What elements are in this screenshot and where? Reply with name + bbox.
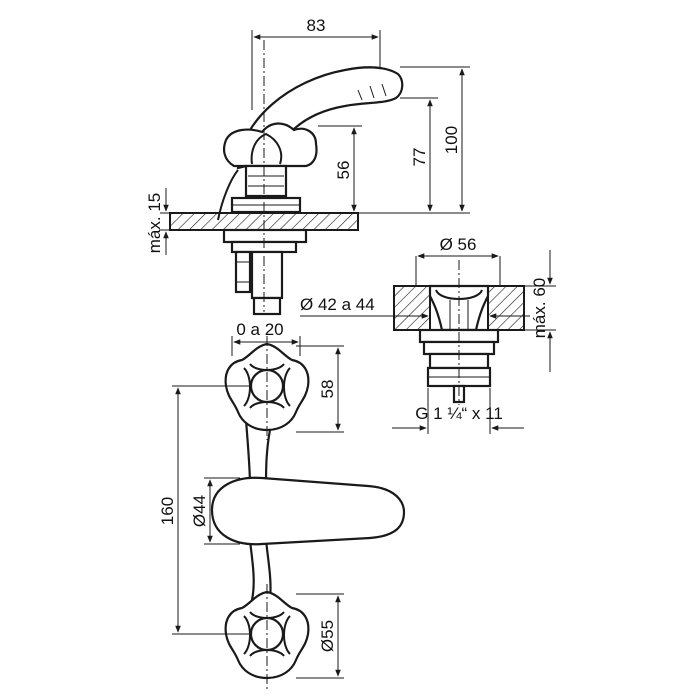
label-diam-44: Ø44 (190, 495, 209, 527)
label-83: 83 (307, 16, 326, 35)
dimension-diam-42-44: Ø 42 a 44 (300, 295, 530, 319)
dimension-max-15: máx. 15 (145, 188, 172, 255)
shank (250, 250, 284, 300)
label-diam-55: Ø55 (318, 620, 337, 652)
lever-handle (210, 476, 406, 546)
dimension-58: 58 (296, 345, 344, 433)
label-160: 160 (158, 497, 177, 525)
dimension-diam-44: Ø44 (190, 477, 240, 545)
label-77: 77 (410, 148, 429, 167)
label-58: 58 (318, 380, 337, 399)
label-thread: G 1 ¼“ x 11 (415, 404, 503, 423)
side-view (169, 40, 404, 316)
dimension-83: 83 (251, 16, 381, 110)
cutout-section (393, 260, 525, 405)
dimension-diam-55: Ø55 (296, 593, 344, 679)
dimension-160: 160 (158, 385, 252, 635)
label-diam-56: Ø 56 (440, 235, 477, 254)
dimension-77: 77 (400, 97, 438, 212)
label-56: 56 (334, 161, 353, 180)
dimension-thread: G 1 ¼“ x 11 (392, 388, 524, 434)
handle-side (223, 122, 318, 168)
faucet-body (244, 164, 288, 198)
top-view (210, 336, 406, 690)
dimension-diam-56: Ø 56 (415, 235, 501, 286)
dimension-56: 56 (318, 125, 362, 212)
label-max-15: máx. 15 (145, 193, 164, 253)
label-diam-42-44: Ø 42 a 44 (300, 295, 375, 314)
label-0-a-20: 0 a 20 (236, 320, 283, 339)
label-100: 100 (442, 126, 461, 154)
dimension-max-60: máx. 60 (524, 250, 556, 372)
dimension-100: 100 (358, 66, 470, 214)
label-max-60: máx. 60 (530, 278, 549, 338)
